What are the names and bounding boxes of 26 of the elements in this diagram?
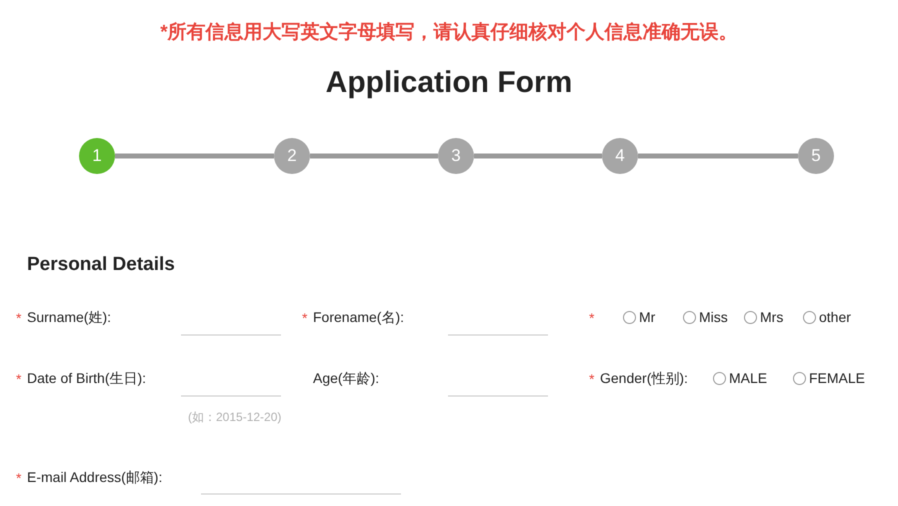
form-title: Application Form	[324, 65, 574, 101]
progress-line	[638, 154, 798, 158]
required-mark: *	[16, 469, 22, 487]
section-heading: Personal Details	[27, 253, 175, 277]
field-label: Surname(姓):	[27, 308, 112, 326]
option-label: Mrs	[760, 308, 784, 326]
option-label: Mr	[639, 308, 656, 326]
progress-line	[310, 154, 438, 158]
option-label: Miss	[699, 308, 728, 326]
progress-line	[115, 154, 274, 158]
option-label: MALE	[729, 369, 768, 387]
progress-line	[474, 154, 602, 158]
option-label: other	[819, 308, 851, 326]
field-label: E-mail Address(邮箱):	[27, 468, 162, 486]
option-label: FEMALE	[809, 369, 866, 387]
required-mark: *	[16, 309, 22, 327]
field-label: Gender(性别):	[600, 369, 688, 387]
field-label: Forename(名):	[313, 308, 404, 326]
notice-text: *所有信息用大写英文字母填写，请认真仔细核对个人信息准确无误。	[159, 21, 739, 45]
field-label: Date of Birth(生日):	[27, 369, 146, 387]
hint-text: (如：2015-12-20)	[188, 409, 282, 425]
required-mark: *	[302, 309, 308, 327]
required-mark: *	[16, 370, 22, 388]
field-label: Age(年龄):	[313, 369, 380, 387]
required-mark: *	[589, 309, 594, 327]
required-mark: *	[589, 370, 594, 388]
